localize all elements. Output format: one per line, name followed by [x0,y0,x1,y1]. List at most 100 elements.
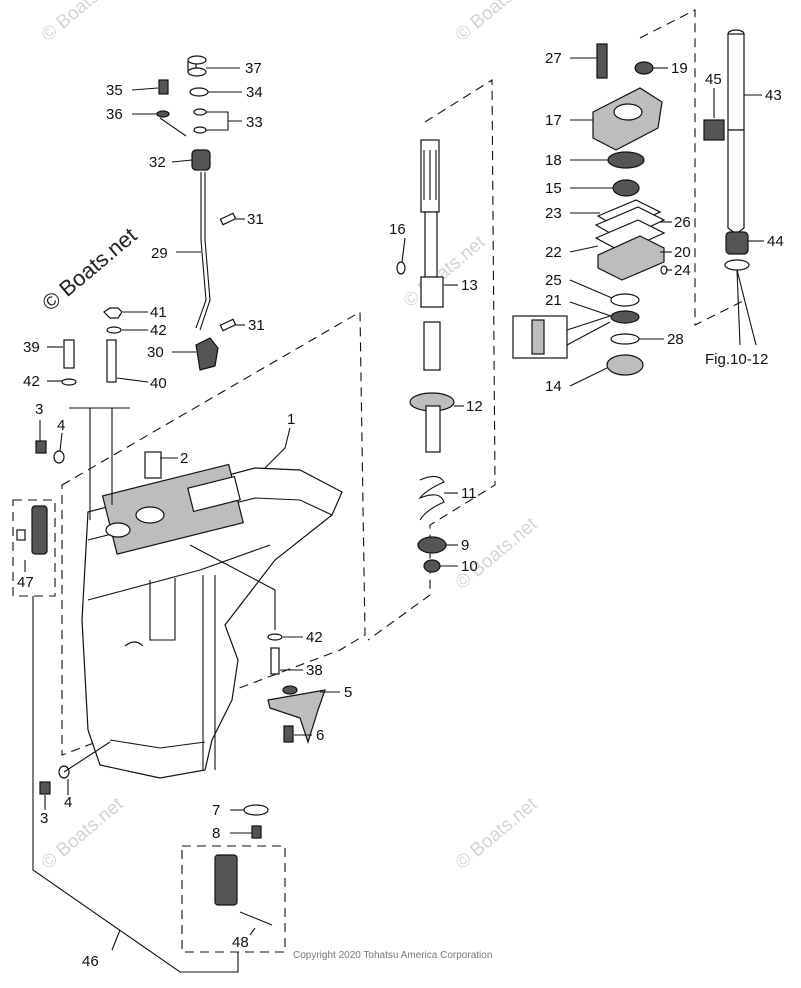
callout-42-left: 42 [23,373,40,390]
part-42-washer-c [267,633,283,641]
part-45-grommet [703,119,725,141]
callout-42-upper: 42 [150,322,167,339]
callout-46: 46 [82,953,99,970]
callout-29: 29 [151,245,168,262]
part-27-bolt [596,43,608,79]
part-16-clip [396,261,406,275]
part-32-grommet [191,149,211,171]
part-44-grommet [725,231,749,255]
anode-box-48 [181,845,286,953]
drive-shaft-column [396,139,455,573]
watermark-main: © Boats.net [37,223,141,316]
bracket-46 [32,596,239,973]
part-18-insert [607,151,645,169]
callout-4-top: 4 [57,417,65,434]
part-42-washer-a [106,326,122,334]
callout-34: 34 [246,84,263,101]
callout-33: 33 [246,114,263,131]
callout-13: 13 [461,277,478,294]
part-43-water-tube [727,33,745,131]
part-14-bearing [606,354,644,376]
callout-14: 14 [545,378,562,395]
part-3-bolt-b [39,781,51,795]
stud-parts [35,307,162,795]
callout-3-bottom: 3 [40,810,48,827]
anode-box-47 [12,499,56,597]
callout-4-bottom: 4 [64,794,72,811]
part-10-nut [423,559,441,573]
callout-36: 36 [106,106,123,123]
callout-numbers: 37 34 33 35 36 32 31 29 31 30 41 42 40 3… [17,50,784,970]
part-22-gasket [594,219,666,253]
callout-22: 22 [545,244,562,261]
water-pump-assembly [512,43,668,376]
callout-42-lower: 42 [306,629,323,646]
callout-6: 6 [316,727,324,744]
watermark-top-left: © Boats.net [38,0,128,46]
part-33-washer-b [193,126,207,134]
callout-45: 45 [705,71,722,88]
callout-41: 41 [150,304,167,321]
callout-23: 23 [545,205,562,222]
callout-2: 2 [180,450,188,467]
part-29-shift-rod [195,172,207,329]
callout-37: 37 [245,60,262,77]
callout-20: 20 [674,244,691,261]
part-41-nut [103,307,123,319]
part-30-shift-cam [195,337,219,371]
trim-tab-parts [189,544,326,839]
part-38-bolt [270,647,280,675]
callout-7: 7 [212,802,220,819]
callout-8: 8 [212,825,220,842]
callout-5: 5 [344,684,352,701]
callout-27: 27 [545,50,562,67]
watermark-bottom-right: © Boats.net [452,793,542,874]
part-44-clip [724,259,750,271]
callout-30: 30 [147,344,164,361]
callout-16: 16 [389,221,406,238]
callout-44: 44 [767,233,784,250]
part-9-gear [417,536,447,554]
part-25-seal [610,293,640,307]
water-tube-assembly [703,29,757,346]
part-20-pump-base [597,235,665,281]
callout-17: 17 [545,112,562,129]
callout-18: 18 [545,152,562,169]
callout-43: 43 [765,87,782,104]
callout-24: 24 [674,262,691,279]
part-11-spring [418,475,445,521]
callout-1: 1 [287,411,295,428]
callout-11: 11 [461,485,477,502]
watermark-bottom-left: © Boats.net [38,793,128,874]
callout-32: 32 [149,154,166,171]
callout-39: 39 [23,339,40,356]
part-2-sleeve [144,451,162,479]
callout-19: 19 [671,60,688,77]
callout-15: 15 [545,180,562,197]
callout-9: 9 [461,537,469,554]
part-47-anode [31,505,48,555]
callout-31-top: 31 [247,211,264,228]
callout-31-bottom: 31 [248,317,265,334]
shift-rod-assembly [156,55,237,371]
anodes [16,505,273,973]
part-13-shaft-collar [420,276,444,308]
figure-reference: Fig.10-12 [705,351,768,368]
part-31-pin-b [219,318,237,332]
callout-48: 48 [232,934,249,951]
leader-lines [24,57,764,951]
part-42-washer-b [61,378,77,386]
part-31-pin-a [219,212,237,226]
shaft-boundary [367,79,496,641]
callout-26: 26 [674,214,691,231]
callout-40: 40 [150,375,167,392]
part-40-stud [106,339,117,383]
gearcase-housing [81,463,343,779]
callout-3-top: 3 [35,401,43,418]
part-39-bolt [63,339,75,369]
callout-12: 12 [466,398,483,415]
part-19-grommet [634,61,654,75]
part-21-seal [610,310,640,324]
part-4-washer-a [53,450,65,464]
